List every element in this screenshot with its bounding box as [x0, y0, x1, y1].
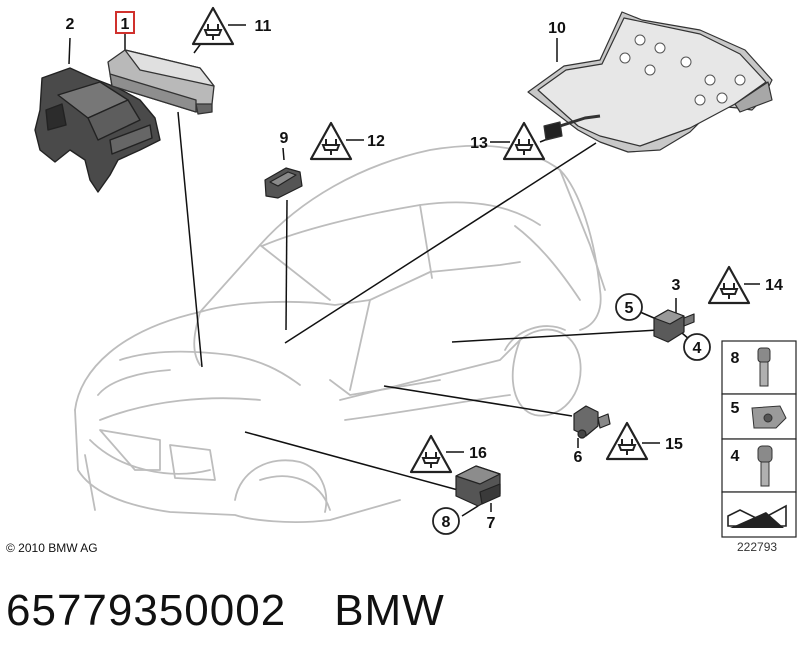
- legend-label-5: 5: [731, 400, 740, 417]
- vehicle-outline: [74, 144, 606, 523]
- callout-15: 15: [665, 436, 683, 453]
- warning-icon-14: [707, 265, 751, 305]
- callout-4: 4: [693, 340, 702, 357]
- highlight-box-1: [115, 11, 135, 34]
- part-info-line: 65779350002 BMW: [6, 586, 445, 636]
- callout-circles: [432, 293, 711, 535]
- legend-label-8: 8: [731, 350, 740, 367]
- warning-icon-12: [309, 121, 353, 161]
- brand-name: BMW: [334, 586, 445, 635]
- warning-icon-15: [605, 421, 649, 461]
- callout-12: 12: [367, 133, 385, 150]
- callout-13: 13: [470, 135, 488, 152]
- part-6-sensor: [573, 405, 611, 439]
- reference-number: 222793: [737, 540, 778, 554]
- callout-7: 7: [487, 515, 496, 532]
- callout-1: 1: [121, 16, 130, 33]
- callout-14: 14: [765, 277, 783, 294]
- callout-3: 3: [672, 277, 681, 294]
- screw-icon-4: [757, 445, 773, 487]
- callout-10: 10: [548, 20, 566, 37]
- callout-9: 9: [280, 130, 289, 147]
- part-2-bracket: [34, 67, 161, 193]
- copyright-notice: © 2010 BMW AG: [6, 541, 98, 555]
- part-1-control-unit: [107, 49, 215, 115]
- warning-icon-13: [502, 121, 546, 161]
- callout-11: 11: [255, 18, 272, 35]
- part-9-connector: [264, 167, 303, 199]
- callout-labels: 1 2 3 4 5 6 7 8 9 10 11 12 13 14 15 16: [66, 16, 783, 532]
- callout-6: 6: [574, 449, 583, 466]
- part-number: 65779350002: [6, 586, 287, 635]
- legend-label-4: 4: [731, 448, 740, 465]
- part-10-sensor-mat: [527, 11, 773, 153]
- clip-nut-icon-5: [751, 405, 787, 429]
- part-7-sensor: [455, 465, 501, 507]
- warning-icon-11: [191, 6, 235, 46]
- part-3-sensor: [653, 309, 695, 343]
- callout-8: 8: [442, 514, 451, 531]
- callout-16: 16: [469, 445, 487, 462]
- fastener-legend: 8 5 4: [721, 340, 797, 538]
- screw-icon-8: [757, 347, 771, 387]
- callout-5: 5: [625, 300, 634, 317]
- direction-arrow-icon: [727, 504, 787, 528]
- callout-2: 2: [66, 16, 75, 33]
- warning-icon-16: [409, 434, 453, 474]
